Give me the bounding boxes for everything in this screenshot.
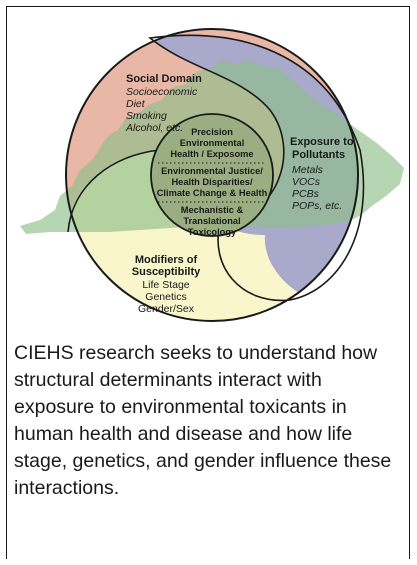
center-environmental-justice: Environmental Justice/ <box>161 166 263 176</box>
modifiers-item: Life Stage <box>142 279 189 291</box>
social-domain-item: Diet <box>126 98 146 110</box>
exposure-item: POPs, etc. <box>292 200 342 212</box>
exposure-item: PCBs <box>292 188 320 200</box>
center-toxicology: Translational <box>183 216 240 226</box>
social-domain-item: Smoking <box>126 110 167 122</box>
center-toxicology: Mechanistic & <box>181 205 244 215</box>
figure-caption: CIEHS research seeks to understand how s… <box>14 342 392 499</box>
center-environmental-justice: Health Disparities/ <box>171 177 253 187</box>
center-precision-health: Health / Exposome <box>170 149 253 159</box>
center-circle <box>150 113 274 237</box>
research-framework-diagram: Social Domain Socioeconomic Diet Smoking… <box>20 28 404 322</box>
exposure-boundary <box>148 34 365 302</box>
figure-frame <box>6 6 410 559</box>
modifiers-item: Gender/Sex <box>138 303 195 315</box>
exposure-item: Metals <box>292 164 324 176</box>
exposure-title: Exposure to <box>290 136 354 148</box>
center-precision-health: Precision <box>191 127 233 137</box>
modifiers-item: Genetics <box>145 291 186 303</box>
social-domain-item: Alcohol, etc. <box>125 122 183 134</box>
center-toxicology: Toxicology <box>188 227 237 237</box>
center-precision-health: Environmental <box>180 138 245 148</box>
modifiers-title: Susceptibilty <box>132 266 201 278</box>
modifiers-title: Modifiers of <box>135 254 198 266</box>
social-domain-item: Socioeconomic <box>126 86 198 98</box>
outer-circle <box>65 28 359 322</box>
exposure-title: Pollutants <box>292 149 345 161</box>
center-environmental-justice: Climate Change & Health <box>157 188 268 198</box>
social-domain-title: Social Domain <box>126 73 202 85</box>
exposure-item: VOCs <box>292 176 321 188</box>
